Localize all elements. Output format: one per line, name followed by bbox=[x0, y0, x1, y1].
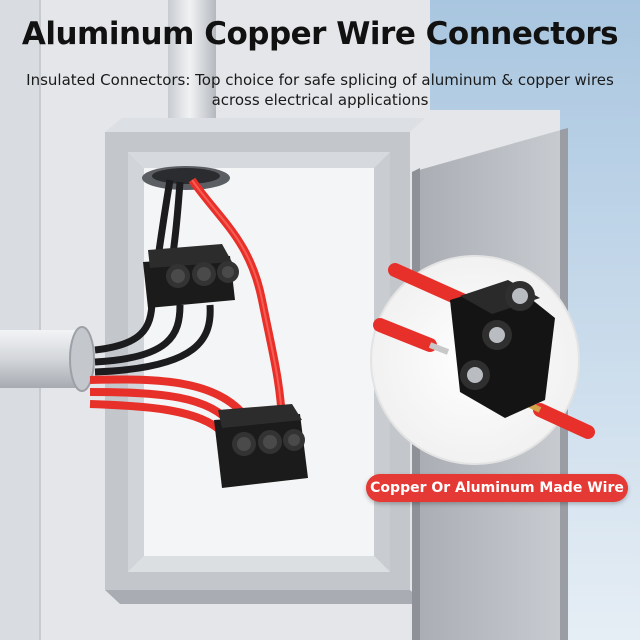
wire-type-badge: Copper Or Aluminum Made Wire bbox=[366, 474, 628, 502]
top-connector bbox=[143, 244, 239, 308]
zoom-bubble bbox=[370, 255, 595, 465]
subtitle: Insulated Connectors: Top choice for saf… bbox=[20, 70, 620, 110]
subtitle-line-2: across electrical applications bbox=[211, 91, 429, 109]
bottom-connector bbox=[214, 404, 308, 488]
page-title: Aluminum Copper Wire Connectors bbox=[21, 16, 619, 52]
subtitle-line-1: Insulated Connectors: Top choice for saf… bbox=[26, 71, 614, 89]
